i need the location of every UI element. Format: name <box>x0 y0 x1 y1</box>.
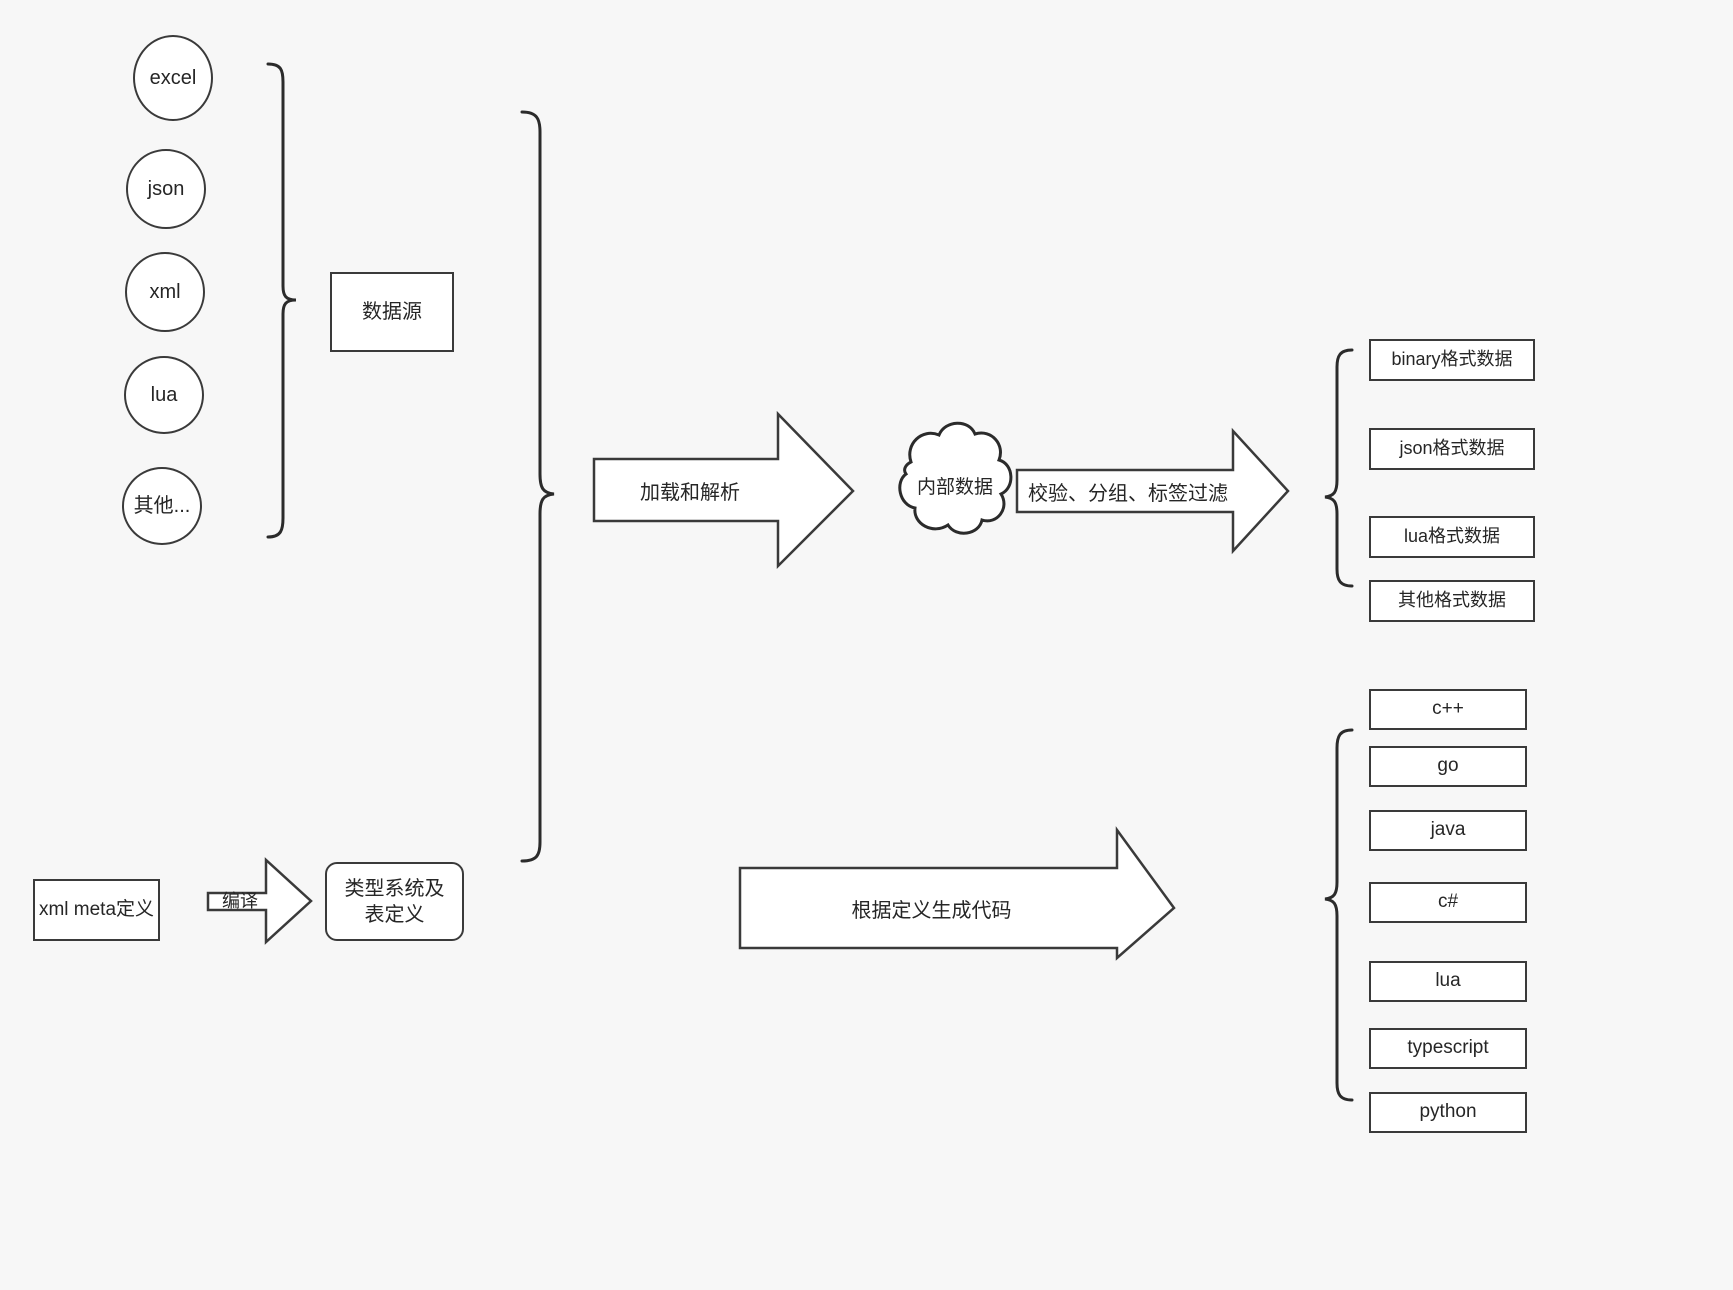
brace-data-sources <box>266 62 297 539</box>
data-source-label: json <box>147 178 185 200</box>
output-language-cpp[interactable]: c++ <box>1369 689 1527 730</box>
xml-meta-definition-label: xml meta定义 <box>38 898 155 920</box>
arrow-load-parse-label: 加载和解析 <box>640 481 740 504</box>
type-system-box[interactable]: 类型系统及表定义 <box>325 862 464 941</box>
data-source-group-label: 数据源 <box>362 301 422 323</box>
output-language-java[interactable]: java <box>1369 810 1527 851</box>
data-source-group-box[interactable]: 数据源 <box>330 272 454 352</box>
type-system-label: 类型系统及表定义 <box>344 877 445 926</box>
output-language-label: java <box>1430 819 1466 841</box>
xml-meta-definition-box[interactable]: xml meta定义 <box>33 879 160 941</box>
output-language-label: c# <box>1437 891 1459 913</box>
data-source-xml[interactable]: xml <box>125 252 205 332</box>
output-format-label: json格式数据 <box>1399 438 1505 459</box>
brace-inputs <box>520 110 555 863</box>
output-language-label: python <box>1419 1101 1477 1123</box>
output-format-other[interactable]: 其他格式数据 <box>1369 580 1535 622</box>
output-format-lua[interactable]: lua格式数据 <box>1369 516 1535 558</box>
arrow-generate-code-label: 根据定义生成代码 <box>851 899 1012 922</box>
internal-data-label: 内部数据 <box>916 476 993 498</box>
output-format-json[interactable]: json格式数据 <box>1369 428 1535 470</box>
brace-output-languages <box>1324 728 1354 1102</box>
arrow-compile-label: 编译 <box>222 891 258 911</box>
output-language-go[interactable]: go <box>1369 746 1527 787</box>
output-language-python[interactable]: python <box>1369 1092 1527 1133</box>
data-source-label: xml <box>149 281 181 303</box>
data-source-other[interactable]: 其他... <box>122 467 202 545</box>
output-format-label: binary格式数据 <box>1391 349 1513 370</box>
output-format-label: 其他格式数据 <box>1398 590 1506 611</box>
output-language-label: c++ <box>1432 698 1464 720</box>
output-language-label: lua <box>1435 970 1461 992</box>
output-language-csharp[interactable]: c# <box>1369 882 1527 923</box>
output-language-label: typescript <box>1407 1037 1489 1059</box>
data-source-label: lua <box>150 384 178 406</box>
output-format-label: lua格式数据 <box>1403 526 1501 547</box>
data-source-excel[interactable]: excel <box>133 35 213 121</box>
data-source-lua[interactable]: lua <box>124 356 204 434</box>
brace-output-formats <box>1324 348 1354 588</box>
output-format-binary[interactable]: binary格式数据 <box>1369 339 1535 381</box>
data-source-label: 其他... <box>133 495 191 517</box>
output-language-label: go <box>1437 755 1459 777</box>
output-language-typescript[interactable]: typescript <box>1369 1028 1527 1069</box>
arrow-validate-group-filter-label: 校验、分组、标签过滤 <box>1028 482 1228 505</box>
data-source-json[interactable]: json <box>126 149 206 229</box>
output-language-lua[interactable]: lua <box>1369 961 1527 1002</box>
data-source-label: excel <box>149 67 197 89</box>
